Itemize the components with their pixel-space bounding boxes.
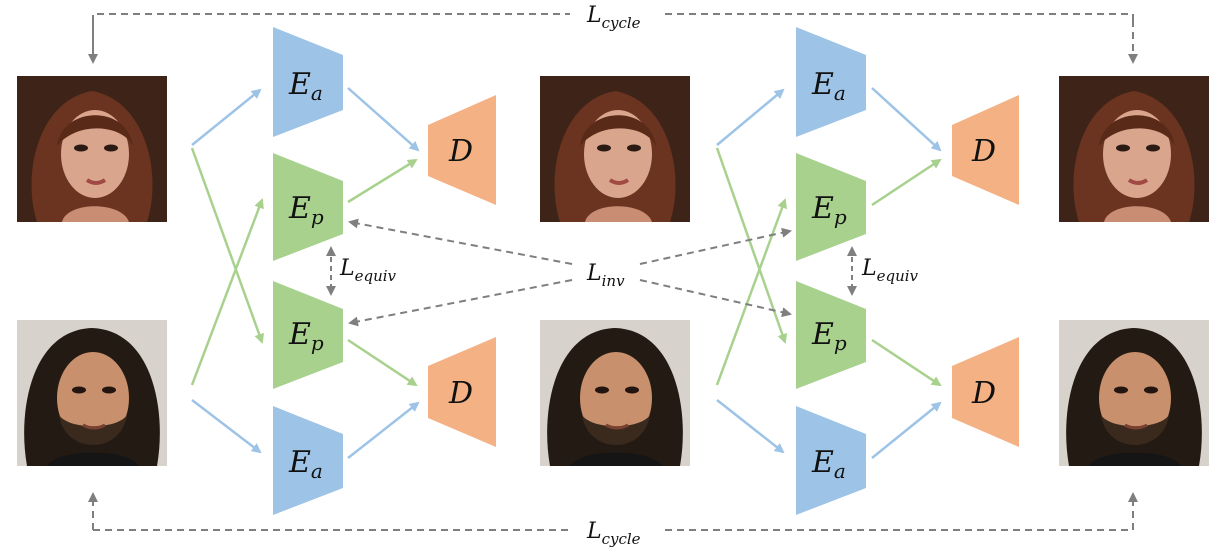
reconstructed-image-woman [1057,74,1211,224]
svg-text:Ep: Ep [811,317,847,355]
cycle-loss-label-bottom: Lcycle [586,519,641,548]
pose-encoder-bottom-2: Ep [796,281,866,389]
pose-encoder-top-2: Ep [796,153,866,261]
invariance-loss-label: Linv [586,261,625,290]
input-image-man [15,318,169,468]
svg-text:D: D [971,376,996,411]
swapped-image-man [538,318,692,468]
svg-text:D: D [448,134,473,169]
svg-text:D: D [971,134,996,169]
appearance-encoder-top-2: Ea [796,27,866,137]
decoder-bottom-1: D [428,337,496,447]
reconstructed-image-man [1057,318,1211,468]
appearance-encoder-top-1: Ea [273,27,343,137]
cycle-loss-bottom: Lcycle [88,492,1138,548]
svg-text:Ep: Ep [288,191,324,229]
equivariance-loss-2: Lequiv [847,246,919,296]
svg-text:Ea: Ea [811,445,846,483]
svg-text:Ea: Ea [811,67,846,105]
equivariance-loss-1: Lequiv [326,246,397,296]
svg-text:D: D [448,376,473,411]
swapped-image-woman [538,74,692,224]
pose-encoder-top-1: Ep [273,153,343,261]
cycle-loss-label-top: Lcycle [586,3,641,32]
stage1-arrows [190,87,420,459]
svg-text:Lequiv: Lequiv [339,256,397,285]
cycle-loss-top: Lcycle [88,3,1138,64]
input-image-woman [15,74,169,224]
decoder-top-2: D [952,95,1019,205]
decoder-top-1: D [428,95,496,205]
invariance-loss: Linv [348,218,792,327]
svg-text:Lequiv: Lequiv [861,256,919,285]
decoder-bottom-2: D [952,337,1019,447]
svg-text:Ea: Ea [288,445,323,483]
appearance-encoder-bottom-1: Ea [273,406,343,515]
svg-text:Ep: Ep [288,317,324,355]
appearance-encoder-bottom-2: Ea [796,406,866,515]
pose-encoder-bottom-1: Ep [273,281,343,389]
svg-text:Ea: Ea [288,67,323,105]
svg-text:Ep: Ep [811,191,847,229]
